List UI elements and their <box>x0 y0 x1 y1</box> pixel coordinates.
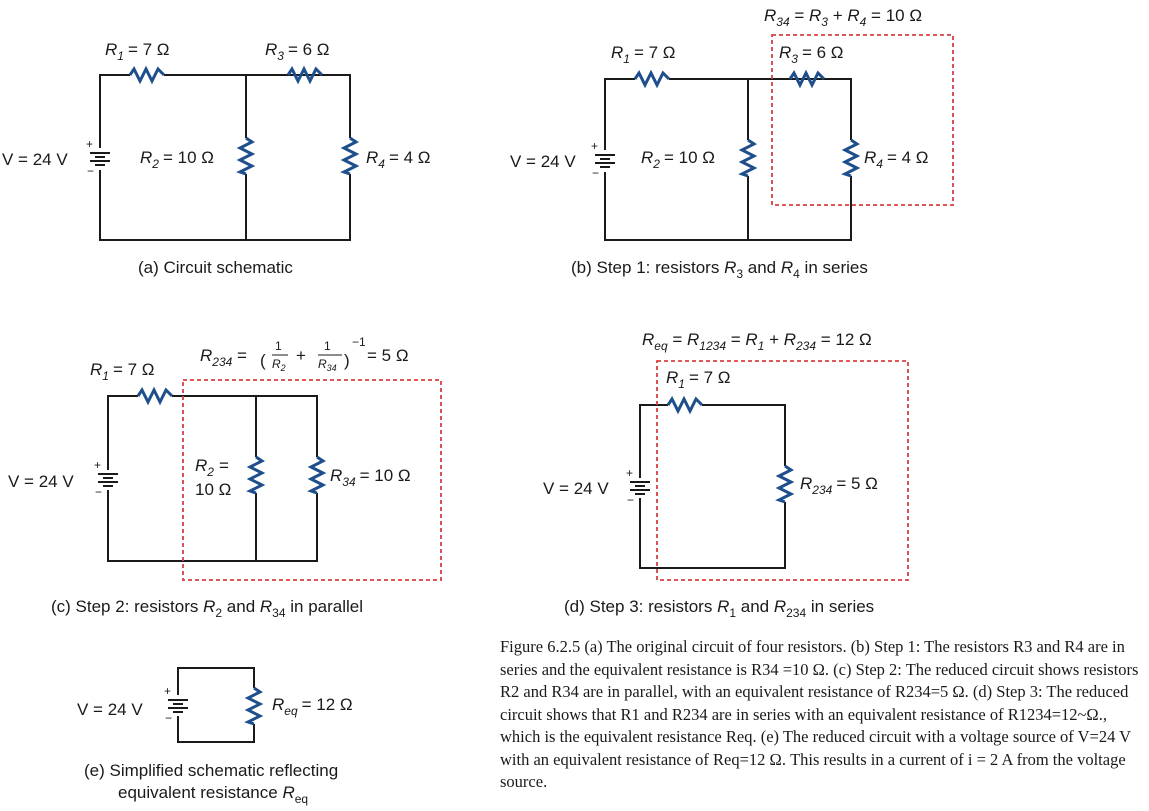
r2-label: R2= 10 Ω <box>140 148 214 171</box>
panel-c: + − R234 = ( 1 R2 + 1 R34 ) −1 = 5 Ω R1=… <box>8 335 442 620</box>
r34-label: R34= 10 Ω <box>330 466 411 489</box>
r2-label: R2= <box>195 456 229 479</box>
svg-text:−: − <box>165 711 172 725</box>
r4-label: R4= 4 Ω <box>366 148 431 171</box>
svg-text:+: + <box>164 684 171 698</box>
caption-e-line2: equivalent resistance Req <box>118 783 308 806</box>
svg-text:+: + <box>86 137 93 151</box>
resistor-r1 <box>136 386 174 406</box>
resistor-r3 <box>286 65 324 85</box>
resistor-r4 <box>841 138 861 178</box>
resistor-r2 <box>236 136 256 176</box>
r2-value: 10 Ω <box>195 480 231 499</box>
caption-c: (c) Step 2: resistors R2 and R34 in para… <box>51 597 363 620</box>
svg-text:+: + <box>296 346 306 365</box>
resistor-r234 <box>775 464 795 504</box>
r1-label: R1= 7 Ω <box>105 40 170 63</box>
source-label: V = 24 V <box>543 479 609 498</box>
svg-text:−: − <box>87 164 94 178</box>
resistor-r4 <box>340 136 360 176</box>
svg-text:−: − <box>592 166 599 180</box>
panel-b: + − R34 = R3 + R4 = 10 Ω R1= 7 Ω R3= 6 Ω… <box>510 6 954 281</box>
r3-label: R3= 6 Ω <box>779 43 844 66</box>
source-label: V = 24 V <box>2 150 68 169</box>
r234-label: R234= 5 Ω <box>800 474 878 497</box>
resistor-r1 <box>128 65 166 85</box>
svg-text:−1: −1 <box>352 335 366 349</box>
resistor-req <box>244 686 264 726</box>
resistor-r2 <box>738 138 758 178</box>
svg-text:1: 1 <box>275 339 282 353</box>
caption-d: (d) Step 3: resistors R1 and R234 in ser… <box>564 597 874 620</box>
source-label: V = 24 V <box>510 152 576 171</box>
r1-label: R1= 7 Ω <box>611 43 676 66</box>
resistor-r2 <box>246 455 266 495</box>
caption-a: (a) Circuit schematic <box>138 258 293 277</box>
req-equation: Req = R1234 = R1 + R234 = 12 Ω <box>642 330 872 353</box>
svg-text:−: − <box>95 485 102 499</box>
svg-text:+: + <box>94 458 101 472</box>
svg-text:(: ( <box>260 351 266 370</box>
r4-label: R4= 4 Ω <box>864 148 929 171</box>
source-label: V = 24 V <box>77 700 143 719</box>
caption-b: (b) Step 1: resistors R3 and R4 in serie… <box>571 258 868 281</box>
panel-d: + − Req = R1234 = R1 + R234 = 12 Ω R1= 7… <box>543 330 909 620</box>
svg-text:+: + <box>626 466 633 480</box>
svg-text:+: + <box>591 139 598 153</box>
r234-equation: R234 = ( 1 R2 + 1 R34 ) −1 = 5 Ω <box>200 335 409 373</box>
panel-a: + − R1= 7 Ω R3= 6 Ω R2= 10 Ω R4= 4 Ω V =… <box>2 40 431 277</box>
r1-label: R1= 7 Ω <box>90 360 155 383</box>
resistor-r34 <box>307 455 327 495</box>
svg-text:R34: R34 <box>318 357 337 373</box>
resistor-r3 <box>788 69 826 89</box>
r234-dashed-box <box>182 379 442 581</box>
figure-caption: Figure 6.2.5 (a) The original circuit of… <box>500 637 1139 791</box>
r3-label: R3= 6 Ω <box>265 40 330 63</box>
r2-label: R2= 10 Ω <box>641 148 715 171</box>
resistor-r1 <box>666 395 704 415</box>
svg-text:R2: R2 <box>272 357 286 373</box>
r1-label: R1= 7 Ω <box>666 368 731 391</box>
req-label: Req= 12 Ω <box>272 695 353 718</box>
resistor-r1 <box>633 69 671 89</box>
r34-dashed-box <box>771 34 954 206</box>
svg-text:1: 1 <box>324 339 331 353</box>
svg-text:−: − <box>627 493 634 507</box>
r34-equation: R34 = R3 + R4 = 10 Ω <box>764 6 922 29</box>
req-dashed-box <box>656 360 909 581</box>
source-label: V = 24 V <box>8 472 74 491</box>
svg-text:= 5 Ω: = 5 Ω <box>367 346 409 365</box>
panel-e: + − Req= 12 Ω V = 24 V (e) Simplified sc… <box>77 667 353 806</box>
caption-e-line1: (e) Simplified schematic reflecting <box>84 761 338 780</box>
svg-text:R234 =: R234 = <box>200 346 247 369</box>
svg-text:): ) <box>344 351 350 370</box>
